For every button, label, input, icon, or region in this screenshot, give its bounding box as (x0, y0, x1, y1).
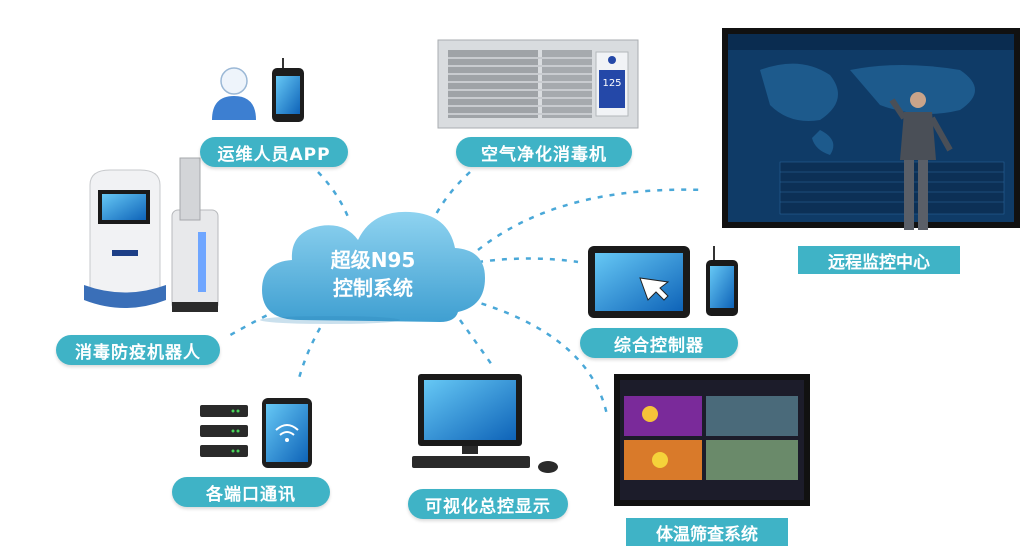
desktop-monitor-illustration (412, 374, 558, 473)
air-purifier-illustration (437, 39, 639, 129)
controller-illustration (588, 246, 738, 318)
purifier-reading: 125 (602, 78, 622, 89)
label-temp-screening: 体温筛查系统 (626, 518, 788, 546)
connector-comm (296, 327, 322, 383)
cloud-hub (260, 211, 485, 324)
ops-app-illustration (212, 58, 304, 122)
thermal-screen-illustration (614, 374, 810, 506)
connector-purifier (430, 171, 471, 223)
hub-line2: 控制系统 (333, 276, 413, 300)
label-air-purifier: 空气净化消毒机 (456, 137, 632, 167)
remote-monitor-illustration (722, 28, 1020, 230)
label-comm: 各端口通讯 (172, 477, 330, 507)
label-controller: 综合控制器 (580, 328, 738, 358)
connector-app (317, 171, 352, 223)
robot-illustration (84, 157, 219, 312)
connector-display (458, 319, 494, 366)
label-remote-center: 远程监控中心 (798, 246, 960, 274)
connector-controller (477, 257, 579, 264)
label-robot: 消毒防疫机器人 (56, 335, 220, 365)
connector-temp (469, 298, 609, 416)
hub-line1: 超级N95 (330, 248, 416, 272)
communication-illustration (200, 398, 312, 468)
hub-label: 超级N95 控制系统 (318, 246, 428, 302)
connector-remote (477, 188, 706, 251)
connector-lines (224, 171, 706, 416)
label-ops-app: 运维人员APP (200, 137, 348, 167)
connector-robot (224, 303, 289, 340)
label-display: 可视化总控显示 (408, 489, 568, 519)
